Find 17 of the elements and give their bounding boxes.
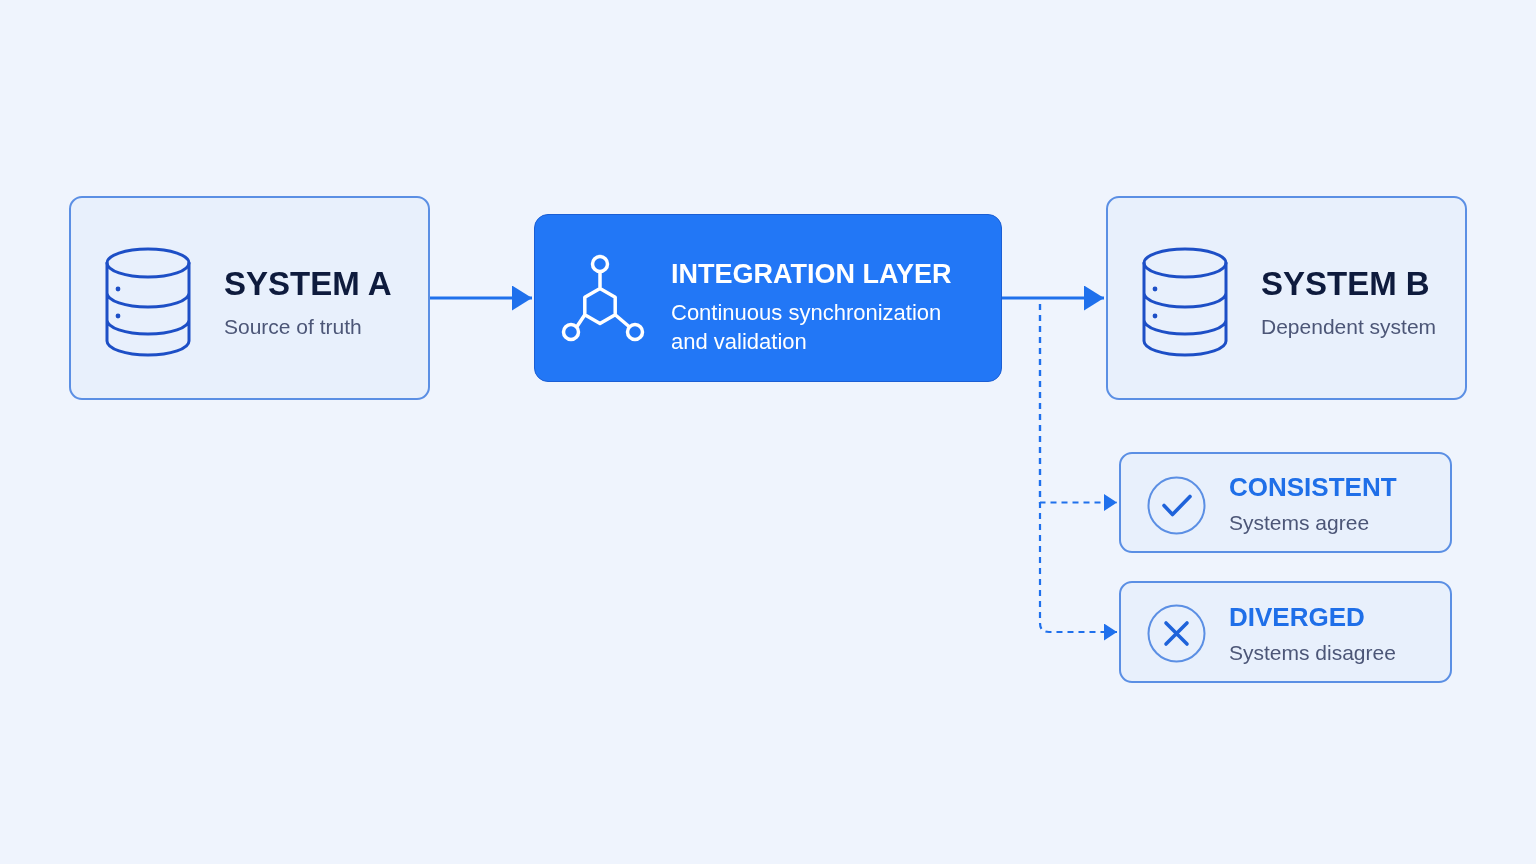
node-title: SYSTEM B	[1261, 263, 1431, 304]
node-title: SYSTEM A	[224, 263, 393, 304]
arrow	[1002, 285, 1104, 311]
arrow	[430, 285, 532, 311]
node-title: DIVERGED	[1229, 601, 1366, 633]
status-card	[1119, 581, 1452, 683]
node-title: CONSISTENT	[1229, 472, 1398, 504]
node-description: Systems agree	[1229, 510, 1371, 537]
system-card	[1106, 196, 1467, 400]
node-description: Systems disagree	[1229, 639, 1397, 666]
node-description: Dependent system	[1261, 314, 1438, 341]
node-description: Continuous synchronization and validation	[671, 299, 943, 356]
status-card	[1119, 452, 1452, 553]
integration-box	[534, 214, 1002, 382]
node-description: Source of truth	[224, 314, 363, 341]
system-card	[69, 196, 430, 400]
node-title: INTEGRATION LAYER	[671, 257, 953, 291]
